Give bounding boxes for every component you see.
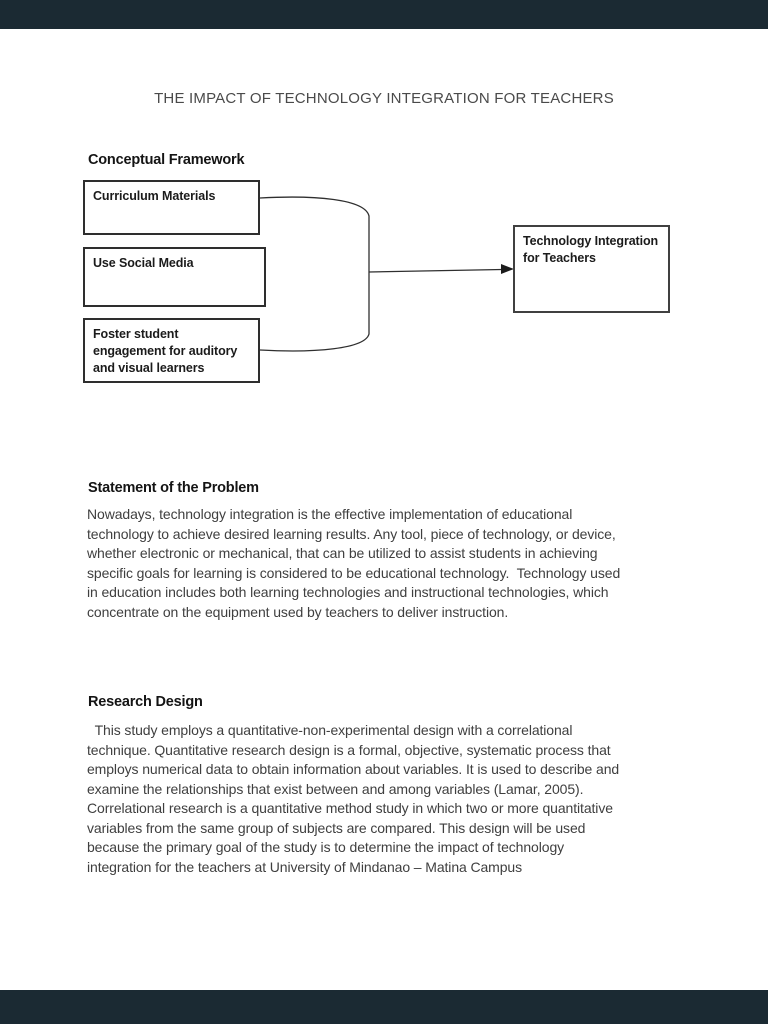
viewer-bottom-bar bbox=[0, 990, 768, 1024]
viewer-top-bar bbox=[0, 0, 768, 29]
framework-box-foster-engagement: Foster student engagement for auditory a… bbox=[83, 318, 260, 383]
page-title: THE IMPACT OF TECHNOLOGY INTEGRATION FOR… bbox=[154, 90, 614, 107]
heading-research-design: Research Design bbox=[88, 694, 203, 710]
heading-statement-of-problem: Statement of the Problem bbox=[88, 480, 259, 496]
heading-conceptual-framework: Conceptual Framework bbox=[88, 152, 245, 168]
bracket-connector-line bbox=[259, 196, 370, 352]
framework-box-technology-integration: Technology Integration for Teachers bbox=[513, 225, 670, 313]
framework-box-use-social-media: Use Social Media bbox=[83, 247, 266, 307]
statement-of-problem-paragraph: Nowadays, technology integration is the … bbox=[87, 506, 621, 620]
arrow-line bbox=[368, 268, 503, 273]
research-design-paragraph: This study employs a quantitative-non-ex… bbox=[87, 722, 620, 875]
framework-box-curriculum-materials: Curriculum Materials bbox=[83, 180, 260, 235]
